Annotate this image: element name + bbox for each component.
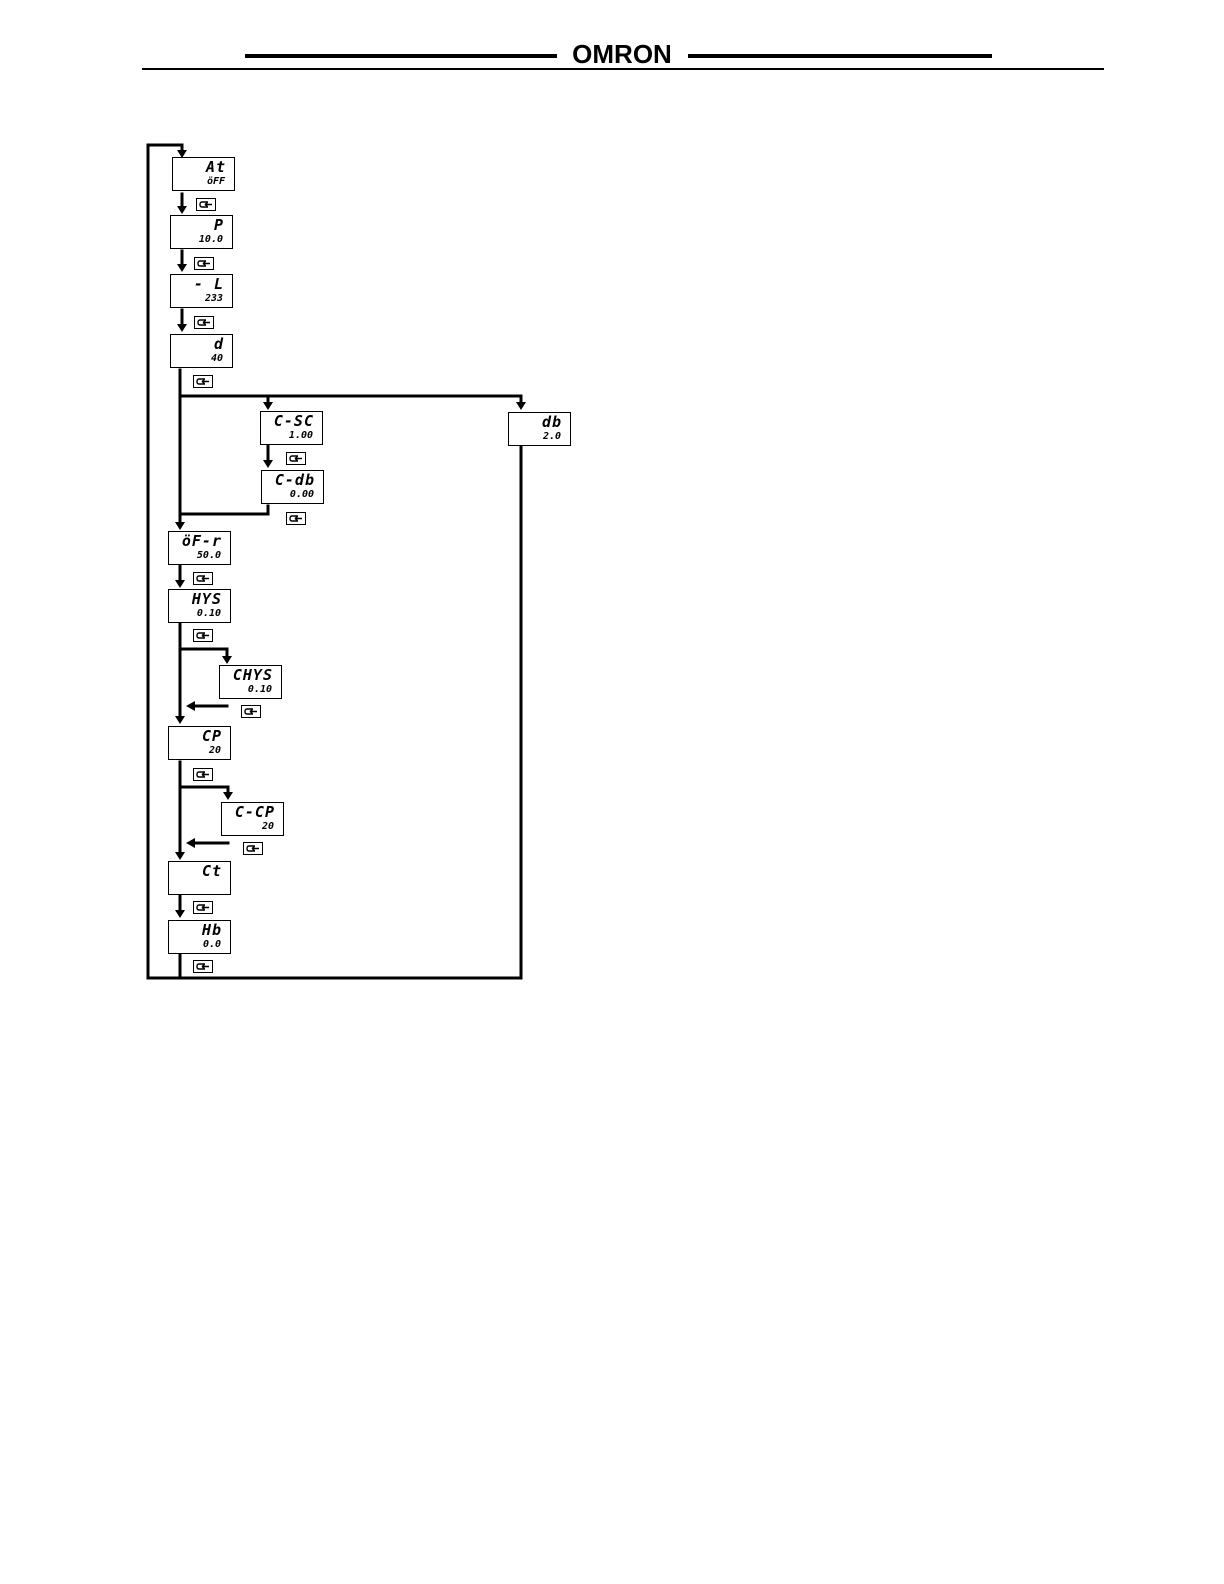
display-d: d 40 (170, 334, 233, 368)
display-cp: CP 20 (168, 726, 231, 760)
display-chys: CHYS 0.10 (219, 665, 282, 699)
mode-key-icon (193, 629, 213, 642)
arrow-head-hb (175, 910, 185, 918)
arrow-head-cdb (263, 460, 273, 468)
param-name: Ct (202, 863, 222, 880)
display-ct: Ct (168, 861, 231, 895)
param-value: 50.0 (197, 550, 221, 562)
display-hys: HYS 0.10 (168, 589, 231, 623)
arrow-head-i (177, 264, 187, 272)
param-value: 233 (205, 293, 223, 305)
display-c-cp: C-CP 20 (221, 802, 284, 836)
arrow-head-csc (263, 402, 273, 410)
display-at: At öFF (172, 157, 235, 191)
branch-ccp-line (180, 787, 228, 794)
display-of-r: öF-r 50.0 (168, 531, 231, 565)
mode-key-icon (286, 452, 306, 465)
param-value: 20 (209, 745, 221, 757)
mode-key-icon (193, 572, 213, 585)
arrow-head-d (177, 324, 187, 332)
param-name: Hb (202, 922, 222, 939)
display-c-db: C-db 0.00 (261, 470, 324, 504)
mode-key-icon (286, 512, 306, 525)
display-c-sc: C-SC 1.00 (260, 411, 323, 445)
display-p: P 10.0 (170, 215, 233, 249)
display-i: - L 233 (170, 274, 233, 308)
branch-chys-line (180, 649, 227, 658)
param-name: CP (202, 728, 222, 745)
mode-key-icon (196, 198, 216, 211)
db-return-line (180, 446, 521, 978)
param-value: 10.0 (199, 234, 223, 246)
param-name: C-CP (235, 804, 275, 821)
branch-top-line (180, 396, 521, 404)
param-value: 40 (211, 353, 223, 365)
param-name: C-SC (274, 413, 314, 430)
mode-key-icon (243, 842, 263, 855)
arrow-head-ofr (175, 522, 185, 530)
param-name: HYS (192, 591, 222, 608)
param-value: 0.0 (203, 939, 221, 951)
mode-key-icon (241, 705, 261, 718)
param-name: CHYS (233, 667, 273, 684)
param-value: 2.0 (543, 431, 561, 443)
arrow-head-ct (175, 852, 185, 860)
param-name: P (214, 217, 224, 234)
mode-key-icon (194, 316, 214, 329)
param-name: db (542, 414, 562, 431)
mode-key-icon (193, 768, 213, 781)
param-name: öF-r (182, 533, 222, 550)
param-value: 1.00 (289, 430, 313, 442)
param-name: d (214, 336, 224, 353)
param-value: 0.00 (290, 489, 314, 501)
arrow-head-db (516, 402, 526, 410)
arrow-head-ccp (223, 792, 233, 800)
display-hb: Hb 0.0 (168, 920, 231, 954)
arrow-head-hys (175, 580, 185, 588)
arrow-head-chys (222, 656, 232, 664)
param-name: At (206, 159, 226, 176)
param-name: C-db (275, 472, 315, 489)
arrow-head-cp (175, 716, 185, 724)
arrow-head-p (177, 206, 187, 214)
display-db: db 2.0 (508, 412, 571, 446)
param-name: - L (194, 276, 224, 293)
param-value: öFF (207, 176, 225, 188)
param-value: 0.10 (248, 684, 272, 696)
param-value: 0.10 (197, 608, 221, 620)
arrow-head-ccp-return (186, 838, 195, 848)
mode-key-icon (193, 901, 213, 914)
arrow-head-chys-return (186, 701, 195, 711)
cdb-return-line (180, 506, 268, 514)
mode-key-icon (193, 375, 213, 388)
mode-key-icon (194, 257, 214, 270)
mode-key-icon (193, 960, 213, 973)
param-value: 20 (262, 821, 274, 833)
